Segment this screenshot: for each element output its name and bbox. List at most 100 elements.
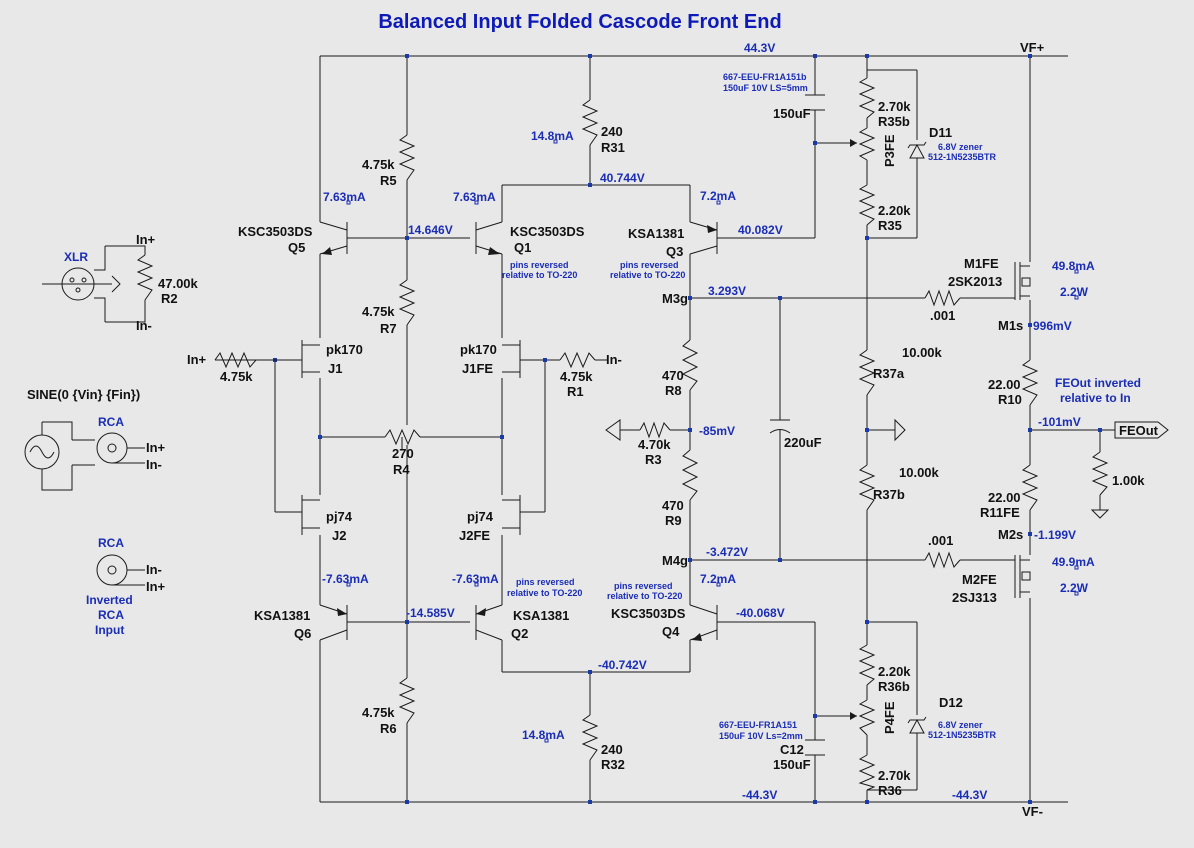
r32-value: 240: [601, 742, 623, 757]
zeners: [907, 141, 927, 734]
r36b-ref: R36b: [878, 679, 910, 694]
q5-symbol: [319, 221, 348, 255]
r35b-value: 2.70k: [878, 99, 911, 114]
m2fe-symbol: [1014, 555, 1031, 598]
source-symbols: [24, 245, 146, 586]
r11fe-symbol: [1021, 464, 1039, 511]
v-q2c: -40.742V: [598, 658, 647, 672]
r9-ref: R9: [665, 513, 682, 528]
q6-current: -7.63mA: [322, 572, 369, 586]
q2-ref: Q2: [511, 626, 528, 641]
m2fe-model: 2SJ313: [952, 590, 997, 605]
rin-value: 4.75k: [220, 369, 253, 384]
rload-symbol: [1091, 451, 1109, 496]
r37a-symbol: [858, 349, 876, 396]
vf-minus-label: VF-: [1022, 804, 1043, 819]
q4-model: KSC3503DS: [611, 606, 686, 621]
p4fe-symbol: [858, 699, 876, 736]
r37b-value: 10.00k: [899, 465, 940, 480]
q6-symbol: [319, 604, 348, 641]
j1fe-symbol: [502, 340, 521, 378]
rca1-inn: In-: [146, 457, 162, 472]
r7-symbol: [398, 279, 416, 326]
r37b-symbol: [858, 464, 876, 511]
p3fe-ref: P3FE: [882, 134, 897, 167]
v-neg-rail-right: -44.3V: [952, 788, 987, 802]
q3-symbol: [689, 221, 718, 255]
r3-ref: R3: [645, 452, 662, 467]
q5-model: KSC3503DS: [238, 224, 313, 239]
j1fe-model: pk170: [460, 342, 497, 357]
r8-symbol: [681, 339, 699, 391]
r7-value: 4.75k: [362, 304, 395, 319]
c12-value: 150uF: [773, 757, 811, 772]
ctop-spec: 150uF 10V LS=5mm: [723, 83, 808, 93]
q2-note-1: pins reversed: [516, 577, 575, 587]
r8-value: 470: [662, 368, 684, 383]
q2-model: KSA1381: [513, 608, 569, 623]
r10-symbol: [1021, 359, 1039, 406]
q4-symbol: [689, 604, 718, 641]
d12-desc: 6.8V zener: [938, 720, 983, 730]
r5-symbol: [398, 134, 416, 181]
r36-value: 2.70k: [878, 768, 911, 783]
rg2-value: .001: [928, 533, 953, 548]
d11-symbol: [909, 143, 925, 159]
r6-value: 4.75k: [362, 705, 395, 720]
v-m1s: 996mV: [1033, 319, 1072, 333]
j1-ref: J1: [328, 361, 342, 376]
v-neg-rail-mid: -44.3V: [742, 788, 777, 802]
r31-value: 240: [601, 124, 623, 139]
r2-symbol: [136, 254, 154, 301]
j2-symbol: [301, 495, 320, 535]
m1fe-model: 2SK2013: [948, 274, 1002, 289]
d11-ref: D11: [929, 125, 952, 140]
junctions: [273, 54, 1102, 804]
resistors: [136, 77, 1109, 791]
j2fe-model: pj74: [467, 509, 494, 524]
r37a-ref: R37a: [873, 366, 905, 381]
v-q4c: -40.068V: [736, 606, 785, 620]
labels: Balanced Input Folded Cascode Front End …: [27, 11, 1159, 819]
mosfets: [1014, 262, 1031, 598]
rload-value: 1.00k: [1112, 473, 1145, 488]
m2s-label: M2s: [998, 527, 1023, 542]
r7-ref: R7: [380, 321, 397, 336]
r32-current: 14.8mA: [522, 728, 565, 742]
r4-ref: R4: [393, 462, 410, 477]
q6-model: KSA1381: [254, 608, 310, 623]
m2-current: 49.9mA: [1052, 555, 1095, 569]
rca2-connector: [96, 554, 128, 586]
r11fe-ref: R11FE: [980, 505, 1020, 520]
v-q6b: -14.585V: [406, 606, 455, 620]
v-mid: -85mV: [699, 424, 735, 438]
r3-value: 4.70k: [638, 437, 671, 452]
r2-value: 47.00k: [158, 276, 199, 291]
q4-current: 7.2mA: [700, 572, 736, 586]
j2-ref: J2: [332, 528, 346, 543]
q3-model: KSA1381: [628, 226, 684, 241]
rca2-inn: In-: [146, 562, 162, 577]
probe-markers: [346, 139, 1079, 743]
q2-current: -7.63mA: [452, 572, 499, 586]
ctop-part: 667-EEU-FR1A151b: [723, 72, 807, 82]
r5-ref: R5: [380, 173, 397, 188]
r1-symbol: [559, 351, 596, 369]
q5-ref: Q5: [288, 240, 305, 255]
inverted-note-1: Inverted: [86, 593, 133, 607]
r5-value: 4.75k: [362, 157, 395, 172]
j2-model: pj74: [326, 509, 353, 524]
feout-note-1: FEOut inverted: [1055, 376, 1141, 390]
d11-desc: 6.8V zener: [938, 142, 983, 152]
cmid-value: 220uF: [784, 435, 822, 450]
r10-ref: R10: [998, 392, 1022, 407]
v-q3c: 40.082V: [738, 223, 783, 237]
d12-ref: D12: [939, 695, 963, 710]
m1s-label: M1s: [998, 318, 1023, 333]
r6-symbol: [398, 677, 416, 724]
q3-ref: Q3: [666, 244, 683, 259]
rca2-label: RCA: [98, 536, 124, 550]
r35b-symbol: [858, 77, 876, 119]
r35-ref: R35: [878, 218, 902, 233]
